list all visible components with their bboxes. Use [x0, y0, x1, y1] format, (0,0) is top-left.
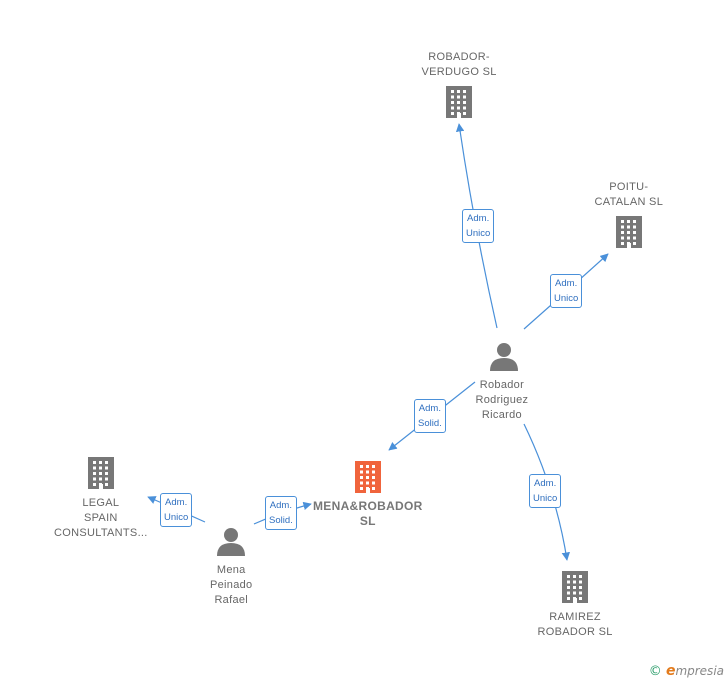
- node-label-mena-peinado[interactable]: Mena Peinado Rafael: [210, 564, 253, 606]
- edge-label[interactable]: Adm. Unico: [550, 274, 583, 308]
- node-label-mena-robador[interactable]: MENA&ROBADOR SL: [313, 499, 423, 528]
- edge-label[interactable]: Adm. Solid.: [265, 496, 297, 530]
- node-label-robador-rodriguez[interactable]: Robador Rodriguez Ricardo: [475, 379, 529, 421]
- person-icon[interactable]: [217, 528, 245, 556]
- node-label-legal-spain[interactable]: LEGAL SPAIN CONSULTANTS...: [54, 497, 148, 539]
- copyright-symbol: ©: [648, 664, 662, 679]
- node-label-robador-verdugo[interactable]: ROBADOR- VERDUGO SL: [421, 51, 497, 78]
- building-icon[interactable]: [355, 461, 381, 493]
- building-icon[interactable]: [446, 86, 472, 118]
- edge-label[interactable]: Adm. Solid.: [414, 399, 446, 433]
- building-icon[interactable]: [88, 457, 114, 489]
- brand-logo: empresia: [665, 663, 724, 679]
- node-label-poitu-catalan[interactable]: POITU- CATALAN SL: [594, 181, 664, 208]
- node-label-ramirez-robador[interactable]: RAMIREZ ROBADOR SL: [537, 611, 613, 638]
- edge-label[interactable]: Adm. Unico: [160, 493, 193, 527]
- edge-label[interactable]: Adm. Unico: [529, 474, 562, 508]
- person-icon[interactable]: [490, 343, 518, 371]
- building-icon[interactable]: [616, 216, 642, 248]
- footer-brand: © empresia: [649, 663, 724, 679]
- building-icon[interactable]: [562, 571, 588, 603]
- edge-label[interactable]: Adm. Unico: [462, 209, 495, 243]
